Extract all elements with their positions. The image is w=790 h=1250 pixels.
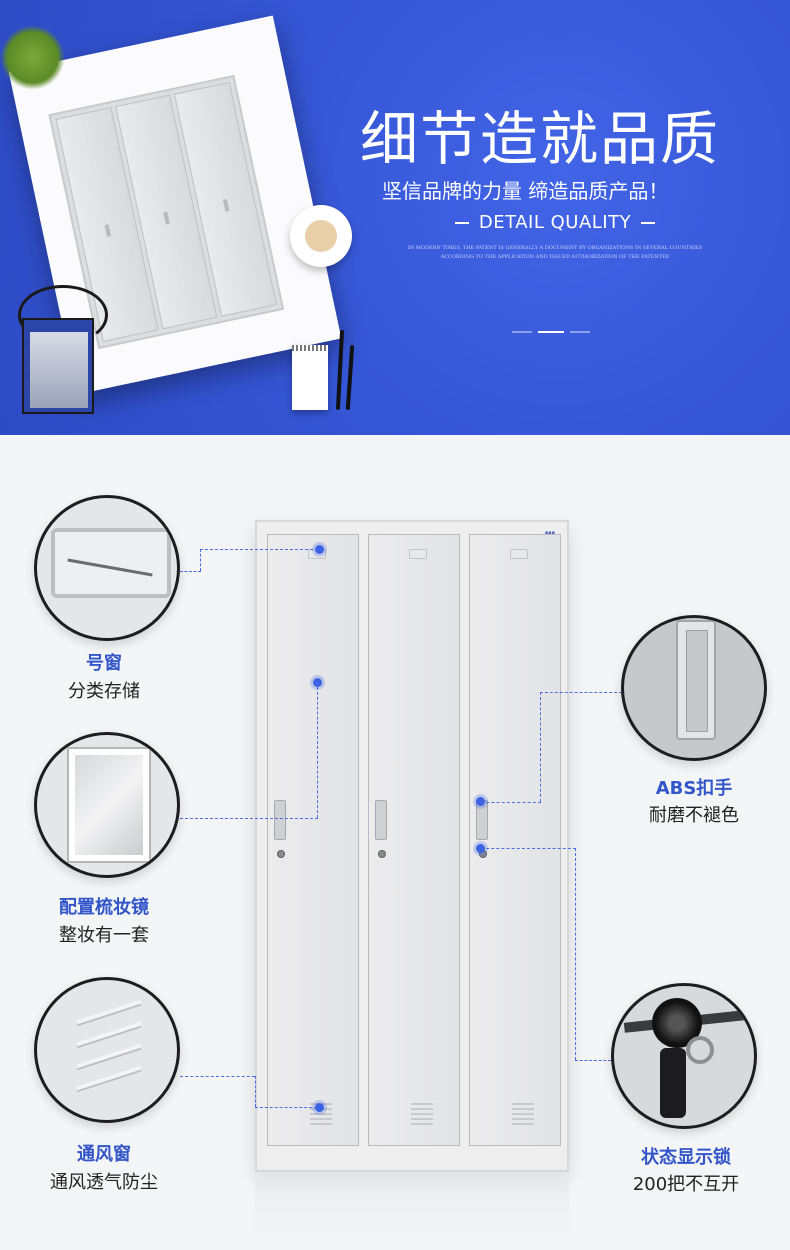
feature-title-vent: 通风窗 <box>77 1144 131 1165</box>
english-title-text: DETAIL QUALITY <box>478 212 632 233</box>
badge-photo <box>30 332 88 408</box>
slider-indicator[interactable] <box>512 331 590 333</box>
dash-left <box>454 221 469 224</box>
number-window-closeup <box>34 495 180 641</box>
leader-line <box>200 549 318 550</box>
feature-desc-number-window: 分类存储 <box>68 681 140 702</box>
leader-line <box>481 802 541 803</box>
leader-line <box>575 848 576 1060</box>
leader-line <box>200 549 201 571</box>
cabinet-reflection <box>255 1172 569 1242</box>
locker-door-3 <box>469 534 561 1146</box>
slide-dot[interactable] <box>512 331 532 333</box>
locker-door-1 <box>267 534 359 1146</box>
pen-decoration <box>345 344 355 411</box>
dash-right <box>641 221 656 224</box>
coffee-cup-decoration <box>290 205 352 267</box>
locker-door-2 <box>368 534 460 1146</box>
feature-title-handle: ABS扣手 <box>655 778 733 799</box>
lanyard-decoration <box>18 285 108 345</box>
leader-line <box>255 1076 256 1107</box>
feature-desc-handle: 耐磨不褪色 <box>649 805 739 826</box>
slide-dot-active[interactable] <box>538 331 564 333</box>
number-window <box>409 549 427 559</box>
locker-cabinet: ▪▪▪ <box>255 520 569 1172</box>
product-detail-section: ▪▪▪ <box>0 435 790 1250</box>
mirror-frame <box>69 749 149 861</box>
hotspot-vent[interactable] <box>315 1103 324 1112</box>
brand-logo: ▪▪▪ <box>544 530 555 536</box>
notepad-decoration <box>292 345 328 410</box>
hero-banner: 细节造就品质 坚信品牌的力量 缔造品质产品！ DETAIL QUALITY IN… <box>0 0 790 435</box>
vent-slat <box>77 1043 141 1071</box>
key-icon <box>660 1048 686 1118</box>
door-handle <box>274 800 286 840</box>
feature-desc-vent: 通风透气防尘 <box>50 1172 158 1193</box>
plant-decoration <box>0 25 65 90</box>
leader-line <box>180 1076 255 1077</box>
pen-decoration <box>335 329 345 411</box>
abs-handle-closeup <box>621 615 767 761</box>
feature-title-lock: 状态显示锁 <box>641 1147 731 1168</box>
leader-line <box>255 1107 317 1108</box>
vent-closeup <box>34 977 180 1123</box>
vent-slots <box>411 1103 433 1125</box>
leader-line <box>317 682 318 818</box>
door-handle <box>476 800 488 840</box>
key-lock <box>378 850 386 858</box>
vent-slat <box>77 1021 141 1049</box>
page-title: 细节造就品质 <box>360 105 721 173</box>
lock-closeup <box>611 983 757 1129</box>
leader-line <box>481 848 576 849</box>
number-window <box>510 549 528 559</box>
feature-desc-mirror: 整妆有一套 <box>59 925 149 946</box>
hotspot-lock[interactable] <box>476 844 485 853</box>
leader-line <box>540 692 541 802</box>
hotspot-number-window[interactable] <box>315 545 324 554</box>
hotspot-handle[interactable] <box>476 797 485 806</box>
page-subtitle: 坚信品牌的力量 缔造品质产品！ <box>382 179 669 203</box>
vent-slat <box>77 1065 141 1093</box>
feature-desc-lock: 200把不互开 <box>632 1174 740 1195</box>
key-lock <box>277 850 285 858</box>
leader-line <box>575 1060 611 1061</box>
key-ring <box>686 1036 714 1064</box>
door-handle <box>375 800 387 840</box>
feature-title-number-window: 号窗 <box>86 653 122 674</box>
abs-handle <box>676 620 716 740</box>
leader-line <box>180 571 201 572</box>
mirror-closeup <box>34 732 180 878</box>
slide-dot[interactable] <box>570 331 590 333</box>
vent-slat <box>77 999 141 1027</box>
id-badge-decoration <box>22 318 94 414</box>
number-window-plate <box>51 528 171 598</box>
leader-line <box>180 818 318 819</box>
english-title: DETAIL QUALITY <box>420 212 690 233</box>
feature-title-mirror: 配置梳妆镜 <box>59 897 149 918</box>
fine-print: IN MODERN TIMES, THE PATENT IS GENERALLY… <box>407 245 703 260</box>
vent-slots <box>512 1103 534 1125</box>
leader-line <box>540 692 622 693</box>
